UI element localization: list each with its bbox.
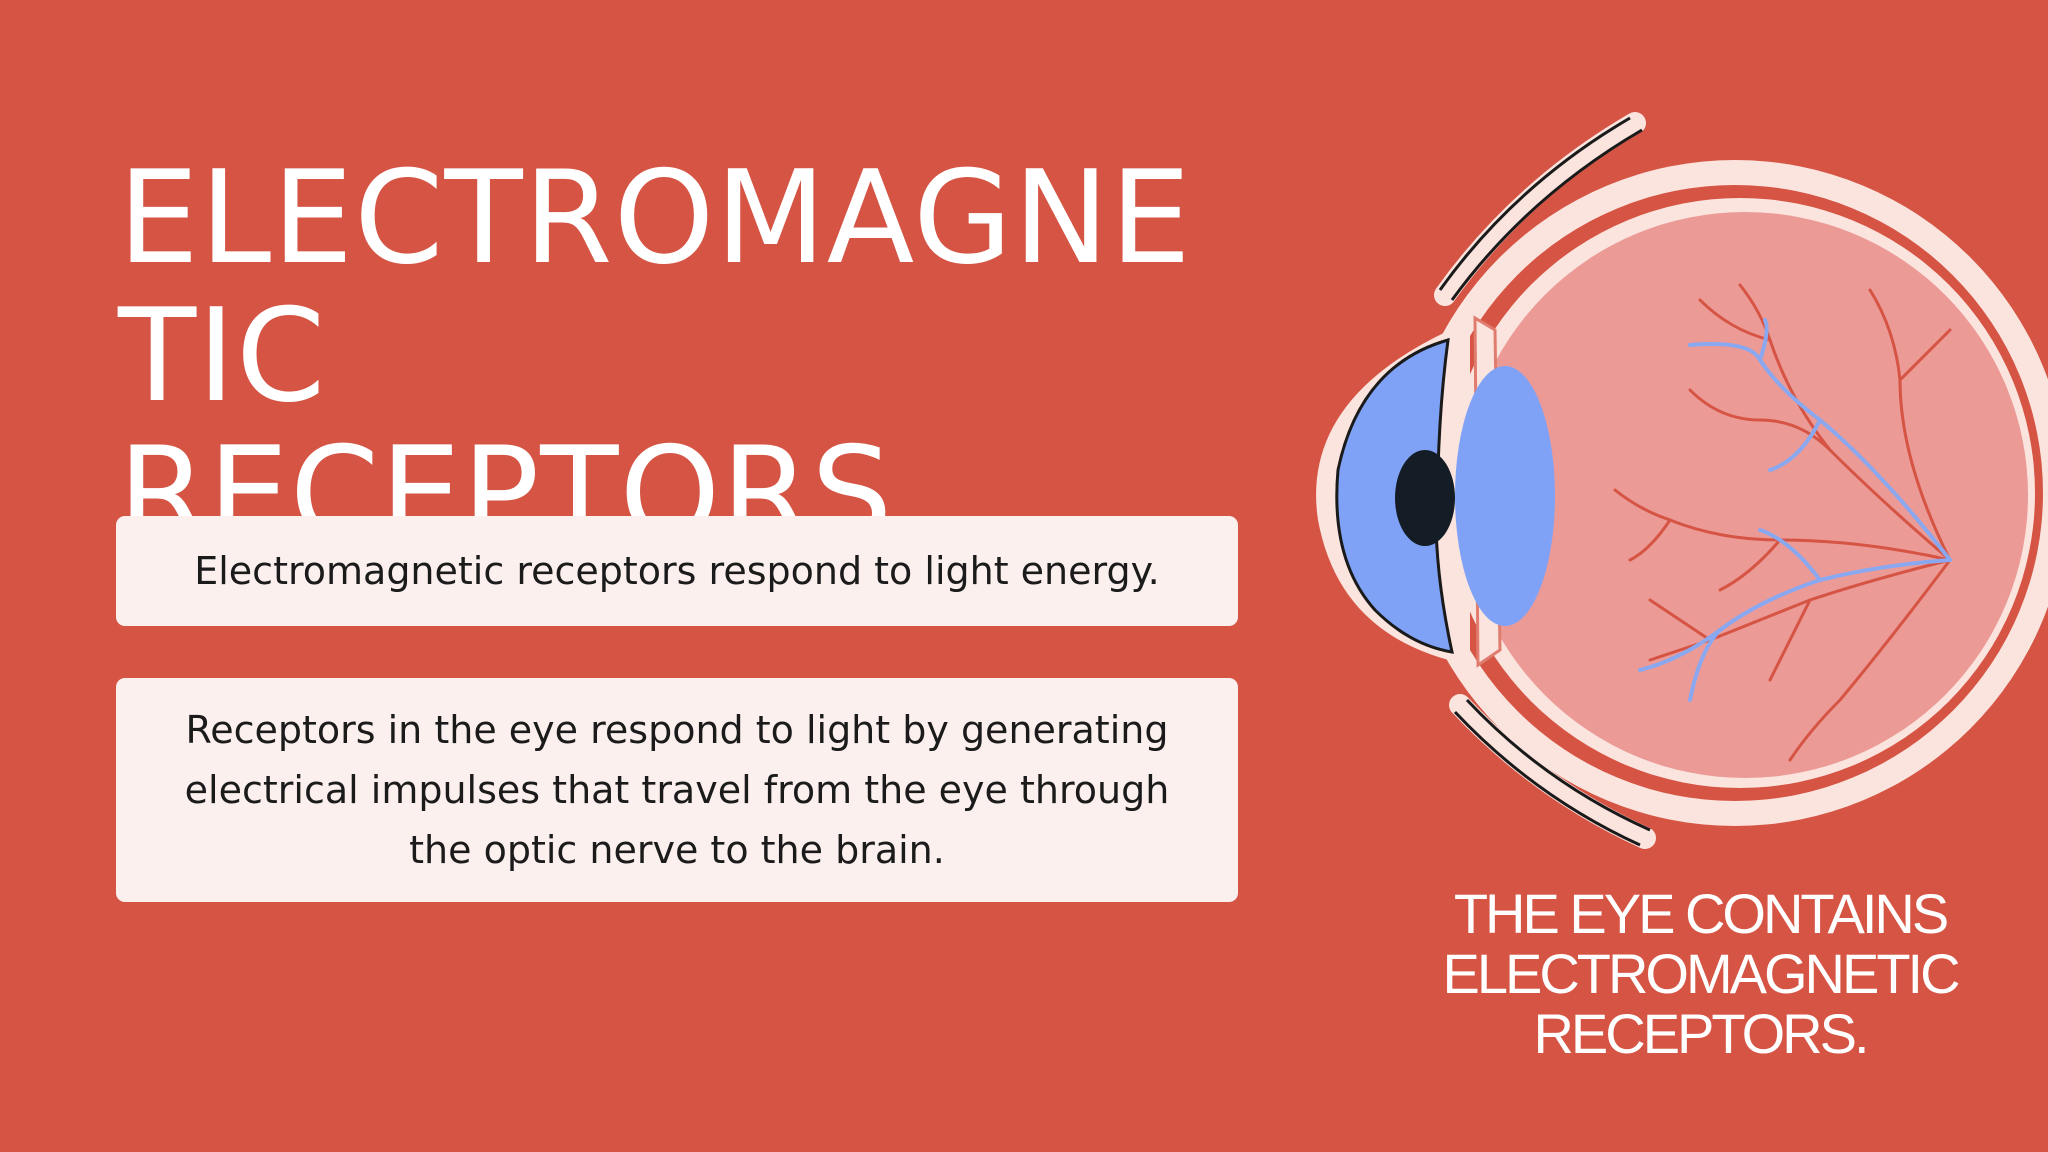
caption-line: ELECTROMAGNETIC	[1442, 942, 1960, 1005]
blood-vessels-blue	[1638, 318, 1952, 702]
eye-anatomy-illustration	[1316, 112, 2048, 849]
caption-line: THE EYE CONTAINS	[1453, 882, 1949, 945]
eye-interior	[1462, 212, 2028, 778]
caption-line: RECEPTORS.	[1533, 1002, 1869, 1065]
title-line: ELECTROMAGNE	[118, 144, 1192, 293]
info-card-text: Receptors in the eye respond to light by…	[184, 708, 1170, 872]
info-card-light-energy: Electromagnetic receptors respond to lig…	[116, 516, 1238, 626]
pupil	[1395, 450, 1455, 546]
info-card-text: Electromagnetic receptors respond to lig…	[194, 549, 1160, 593]
lens	[1455, 366, 1555, 626]
eyelid-lower	[1449, 694, 1656, 849]
title-line: TIC	[118, 282, 327, 431]
eye-caption: THE EYE CONTAINS ELECTROMAGNETIC RECEPTO…	[1420, 884, 1980, 1064]
slide-title: ELECTROMAGNE TIC RECEPTORS	[118, 150, 1358, 564]
info-card-eye-receptors: Receptors in the eye respond to light by…	[116, 678, 1238, 902]
eyelid-upper	[1434, 112, 1646, 306]
